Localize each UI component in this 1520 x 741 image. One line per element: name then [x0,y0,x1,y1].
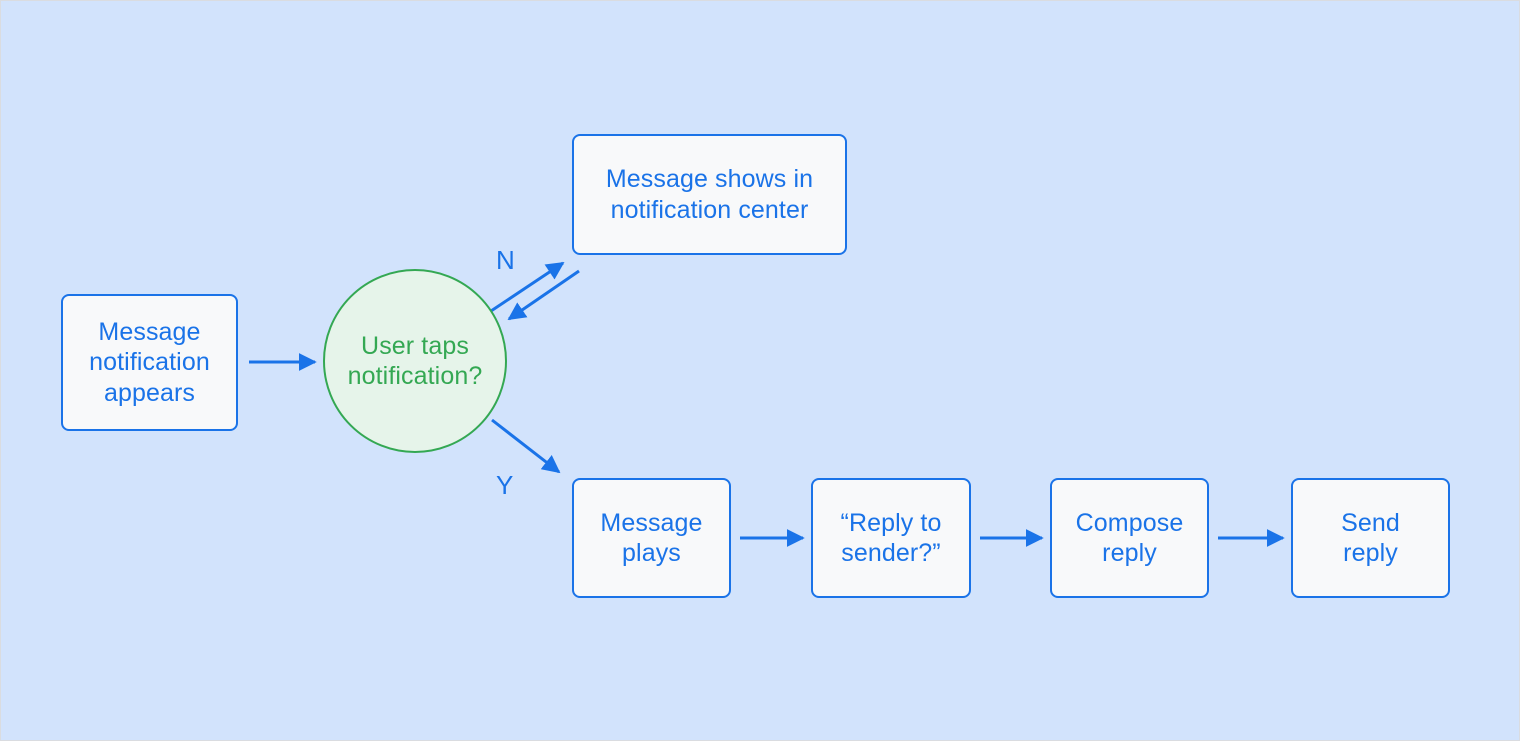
edge-decision-to-plays [491,418,561,474]
node-label: “Reply to sender?” [840,508,942,568]
node-label: Send reply [1341,508,1400,568]
node-send-reply[interactable]: Send reply [1291,478,1450,598]
node-label: Message shows in notification center [605,165,814,224]
node-label: Compose reply [1075,508,1184,568]
node-label: Message plays [600,508,703,568]
node-message-shows-in-notification-center[interactable]: Message shows in notification center [572,134,847,255]
node-message-plays[interactable]: Message plays [572,478,731,598]
branch-label-n: N [496,245,515,275]
edge-center-to-decision [507,269,580,321]
node-reply-to-sender[interactable]: “Reply to sender?” [811,478,971,598]
node-label: User taps notification? [347,331,483,391]
node-user-taps-notification[interactable]: User taps notification? [323,269,507,453]
node-compose-reply[interactable]: Compose reply [1050,478,1209,598]
node-label: Message notification appears [89,317,210,407]
node-message-notification-appears[interactable]: Message notification appears [61,294,238,431]
branch-label-y: Y [496,470,514,500]
